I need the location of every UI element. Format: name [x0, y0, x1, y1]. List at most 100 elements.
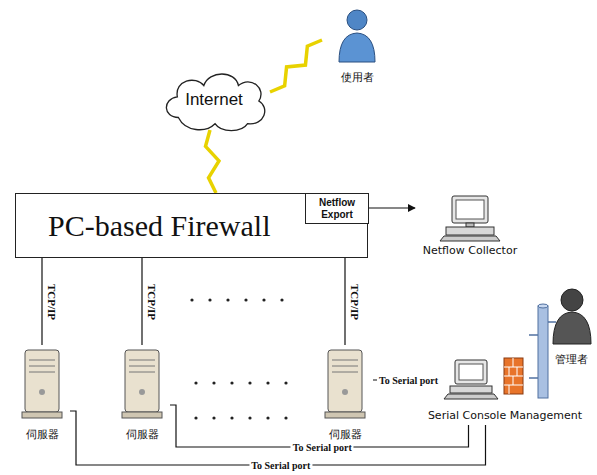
server-tower [29, 360, 55, 361]
collector-computer [456, 200, 484, 219]
ellipsis-dot [262, 298, 265, 301]
cloud-shape [166, 74, 264, 131]
server-tower [129, 366, 155, 367]
connector-line [170, 405, 469, 447]
server-tower [342, 389, 348, 395]
firewall-brick [504, 358, 523, 394]
node-text: 伺服器 [26, 427, 59, 442]
server-tower [332, 360, 358, 361]
connector-line [373, 379, 424, 380]
admin-icon [561, 289, 583, 311]
server-tower [29, 366, 55, 367]
firewall-brick [504, 358, 523, 394]
server-tower [125, 350, 159, 412]
internet-cloud: Internet [158, 66, 270, 134]
node-text: 管理者 [555, 352, 588, 367]
ellipsis-dot [280, 298, 283, 301]
server-tower [332, 372, 358, 373]
server-tower [332, 366, 358, 367]
collector-computer [440, 236, 500, 241]
firewall-brick [517, 367, 518, 376]
connector-line [369, 207, 415, 208]
admin-node: 管理者 [546, 284, 596, 370]
node-text: 伺服器 [329, 427, 362, 442]
server-tower [22, 412, 62, 418]
node-text: 使用者 [341, 70, 374, 85]
node-text: PC-based Firewall [48, 209, 270, 243]
server-node: 伺服器 [317, 345, 373, 445]
connector-line [41, 258, 42, 345]
ellipsis-dot [248, 381, 251, 384]
server-tower [328, 350, 362, 412]
connector-label: TCP/IP [349, 281, 361, 321]
firewall-brick [509, 385, 510, 394]
server-tower [139, 389, 145, 395]
connector-label: TCP/IP [46, 281, 58, 321]
node-text: Serial Console Management [428, 409, 582, 422]
connector-label: TCP/IP [146, 281, 158, 321]
console-computer [459, 364, 483, 380]
network-bar [538, 306, 548, 398]
server-tower [325, 412, 365, 418]
ellipsis-dot [284, 381, 287, 384]
admin-icon [553, 289, 591, 344]
server-node: 伺服器 [114, 345, 170, 445]
firewall-brick [513, 358, 514, 367]
firewall-brick [513, 376, 514, 385]
ellipsis-dot [266, 416, 269, 419]
node-text: 伺服器 [126, 427, 159, 442]
network-bar [529, 304, 556, 398]
firewall-box: PC-based Firewall Netflow Export [15, 193, 368, 258]
ellipsis-dot [226, 298, 229, 301]
console-computer [444, 360, 498, 399]
user-node: 使用者 [322, 4, 392, 88]
console-computer [444, 394, 498, 399]
ellipsis-dot [212, 381, 215, 384]
connector-line [344, 258, 345, 345]
network-bar [548, 321, 556, 323]
network-bar [538, 304, 548, 308]
netflow-export-box: Netflow Export [305, 193, 369, 224]
ellipsis-dot [190, 298, 193, 301]
server-tower [122, 350, 162, 418]
ellipsis-dot [230, 381, 233, 384]
ellipsis-dot [212, 416, 215, 419]
node-text: Internet [185, 90, 243, 110]
console-computer [450, 386, 492, 393]
ellipsis-dots [190, 298, 287, 419]
collector-computer [466, 223, 474, 227]
ellipsis-dot [230, 416, 233, 419]
collector-computer [446, 227, 494, 235]
ellipsis-dot [194, 381, 197, 384]
lightning-link [270, 40, 322, 92]
connector-label: To Serial port [249, 460, 312, 471]
server-tower [25, 350, 59, 412]
node-text: Netflow Export [309, 197, 365, 220]
server-tower [22, 350, 62, 418]
ellipsis-dot [208, 298, 211, 301]
network-bar [529, 334, 538, 336]
collector-computer [452, 196, 488, 223]
server-tower [129, 372, 155, 373]
server-tower [122, 412, 162, 418]
console-computer [455, 360, 487, 384]
connector-line [141, 258, 142, 345]
firewall-brick [509, 367, 510, 376]
user-icon [339, 33, 375, 62]
network-bar [529, 377, 538, 379]
ellipsis-dot [244, 298, 247, 301]
collector-node: Netflow Collector [415, 193, 525, 260]
connector-line [70, 411, 486, 465]
connector-label: To Serial port [377, 375, 440, 386]
ellipsis-dot [266, 381, 269, 384]
ellipsis-dot [194, 416, 197, 419]
lightning-link [206, 130, 219, 193]
user-icon [339, 10, 375, 62]
node-text: Netflow Collector [423, 244, 517, 257]
server-tower [325, 350, 365, 418]
ellipsis-dot [248, 416, 251, 419]
connector-label: To Serial port [291, 442, 354, 453]
user-icon [347, 10, 367, 30]
server-node: 伺服器 [14, 345, 70, 445]
